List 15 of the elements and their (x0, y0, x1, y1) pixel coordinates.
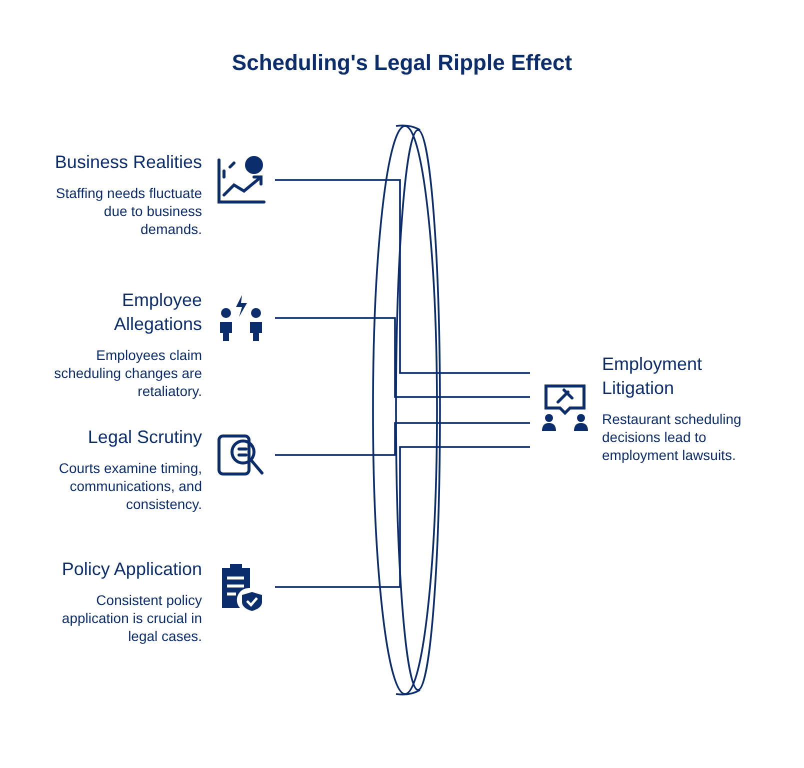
node-heading: Legal Scrutiny (86, 426, 202, 449)
node-heading: Policy Application (60, 558, 202, 581)
node-heading: Business Realities (54, 151, 202, 174)
node-description: Employees claim scheduling changes are retaliatory. (53, 346, 202, 400)
node-description: Consistent policy application is crucial in legal cases. (60, 591, 202, 645)
node-description: Courts examine timing, communications, and consistency. (58, 459, 202, 513)
node-heading: Employee Allegations (112, 289, 202, 336)
node-description: Staffing needs fluctuate due to business demands. (54, 184, 202, 238)
title: Scheduling's Legal Ripple Effect (230, 50, 574, 76)
connector-line (275, 317, 530, 398)
connector-line (275, 422, 530, 456)
connector-line (275, 446, 530, 588)
node-heading: Employment Litigation (602, 353, 704, 400)
node-description: Restaurant scheduling decisions lead to employment lawsuits. (602, 410, 742, 464)
connector-line (275, 179, 530, 374)
